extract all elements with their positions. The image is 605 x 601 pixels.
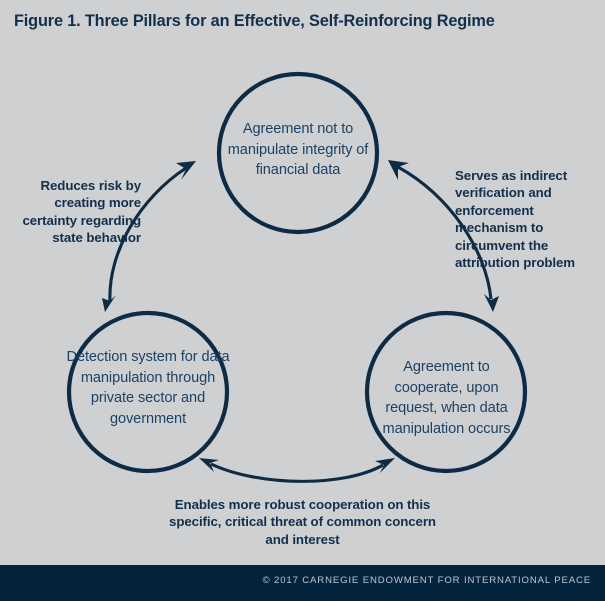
arrowhead-up-left bbox=[388, 160, 409, 180]
pillar-circle-bottom-left bbox=[66, 310, 230, 474]
connector-label-right: Serves as indirect verification and enfo… bbox=[455, 168, 575, 271]
connector-label-left: Reduces risk by creating more certainty … bbox=[22, 178, 141, 246]
pillar-circle-top bbox=[216, 71, 380, 235]
connector-arrow-right bbox=[388, 160, 499, 312]
arrowhead-down-left bbox=[102, 295, 116, 312]
pillar-circle-bottom-right bbox=[364, 310, 528, 474]
pillar-label-top: Agreement not to manipulate integrity of… bbox=[227, 121, 369, 178]
connector-arrow-left bbox=[102, 161, 196, 312]
connector-arrow-bottom bbox=[199, 458, 395, 483]
arrowhead-down-right bbox=[484, 294, 499, 312]
footer-copyright: © 2017 CARNEGIE ENDOWMENT FOR INTERNATIO… bbox=[262, 575, 591, 586]
arrowhead-right bbox=[375, 458, 395, 473]
figure-title: Figure 1. Three Pillars for an Effective… bbox=[14, 12, 495, 30]
pillar-label-bottom-left: Detection system for data manipulation t… bbox=[66, 349, 230, 427]
footer-bar: © 2017 CARNEGIE ENDOWMENT FOR INTERNATIO… bbox=[0, 565, 605, 601]
arrowhead-left bbox=[199, 458, 219, 472]
connector-label-bottom: Enables more robust cooperation on this … bbox=[169, 497, 436, 547]
pillar-label-bottom-right: Agreement to cooperate, upon request, wh… bbox=[382, 359, 511, 437]
arrowhead-up-right bbox=[176, 161, 196, 180]
